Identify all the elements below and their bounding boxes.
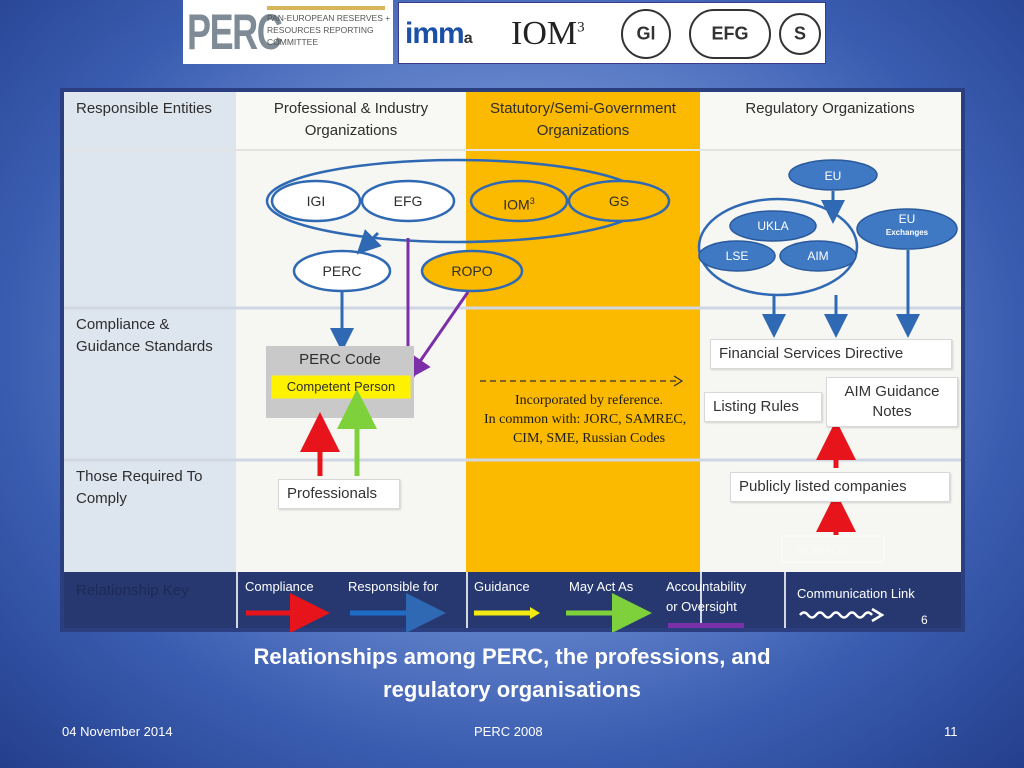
- header-professional: Professional & Industry Organizations: [273, 100, 429, 139]
- key-communication: Communication Link: [797, 586, 915, 601]
- key-compliance: Compliance: [245, 579, 314, 594]
- ropo-label: ROPO: [451, 263, 493, 279]
- aim-guidance-notes: AIM Guidance Notes: [826, 377, 958, 427]
- gs-seal-icon: S: [779, 13, 821, 55]
- igi-node: [270, 179, 362, 223]
- perc-logo-bar: [267, 6, 385, 10]
- key-may-act: May Act As: [569, 579, 634, 594]
- eu-node: [788, 159, 878, 191]
- footer-date: 04 November 2014: [62, 724, 173, 739]
- lse-node: [698, 240, 776, 272]
- key-guidance: Guidance: [474, 579, 530, 594]
- row-label-comply: Those Required To Comply: [76, 468, 203, 507]
- lse-label: LSE: [725, 249, 749, 263]
- perc-logo: PERC PAN-EUROPEAN RESERVES + RESOURCES R…: [183, 0, 393, 64]
- financial-services-directive: Financial Services Directive: [710, 339, 952, 369]
- relationship-diagram: Responsible Entities Compliance & Guidan…: [60, 88, 965, 632]
- iom3-logo: IOM3: [511, 15, 585, 52]
- perc-node: [292, 249, 392, 293]
- listing-rules: Listing Rules: [704, 392, 822, 422]
- aim-node: [779, 240, 857, 272]
- perc-code-label: PERC Code: [299, 351, 381, 368]
- eu-exchanges-node: [856, 208, 958, 250]
- iom3-label: IOM3: [503, 196, 535, 213]
- efg-label: EFG: [393, 193, 423, 209]
- partner-logos: imma IOM3 Gl EFG S: [398, 2, 826, 64]
- footer-title: PERC 2008: [474, 724, 543, 739]
- footer-page-number: 11: [944, 724, 958, 739]
- perc-label: PERC: [322, 263, 362, 279]
- professionals-box: Professionals: [278, 479, 400, 509]
- caption-line-1: Relationships among PERC, the profession…: [253, 644, 771, 669]
- header-statutory: Statutory/Semi-Government Organizations: [490, 100, 676, 139]
- row-label-key: Relationship Key: [76, 582, 189, 599]
- header-regulatory: Regulatory Organizations: [745, 100, 915, 117]
- aim-label: AIM: [807, 249, 829, 263]
- ukla-label: UKLA: [757, 219, 789, 233]
- statutory-column: [466, 92, 700, 572]
- statutory-note: Incorporated by reference. In common wit…: [484, 393, 687, 446]
- listed-companies-box: Publicly listed companies: [730, 472, 950, 502]
- perc-logo-subtitle: PAN-EUROPEAN RESERVES + RESOURCES REPORT…: [267, 13, 391, 47]
- key-accountability: Accountability or Oversight: [666, 579, 747, 614]
- ukla-node: [729, 210, 817, 242]
- gs-label: GS: [608, 193, 630, 209]
- imma-logo: imma: [405, 17, 473, 50]
- slide-caption: Relationships among PERC, the profession…: [160, 640, 864, 706]
- igi-label: IGI: [306, 193, 326, 209]
- igi-seal-icon: Gl: [621, 9, 671, 59]
- caption-line-2: regulatory organisations: [383, 677, 641, 702]
- eu-exchanges-label: EU Exchanges: [885, 212, 929, 237]
- efg-seal-icon: EFG: [689, 9, 771, 59]
- row-label-entities: Responsible Entities: [76, 100, 212, 117]
- iom3-node: [469, 179, 569, 223]
- ropo-node: [420, 249, 524, 293]
- diagram-page-number: 6: [921, 613, 928, 627]
- nomads-faint-label: NOMADS: [796, 543, 849, 557]
- key-responsible: Responsible for: [348, 579, 439, 594]
- competent-person-label: Competent Person: [286, 379, 396, 394]
- perc-logo-word: PERC: [187, 4, 283, 60]
- row-label-column: [64, 92, 236, 572]
- eu-label: EU: [824, 169, 842, 183]
- efg-node: [360, 179, 456, 223]
- row-label-compliance: Compliance & Guidance Standards: [76, 316, 213, 355]
- regulator-ring: [697, 197, 859, 297]
- gs-node: [567, 179, 671, 223]
